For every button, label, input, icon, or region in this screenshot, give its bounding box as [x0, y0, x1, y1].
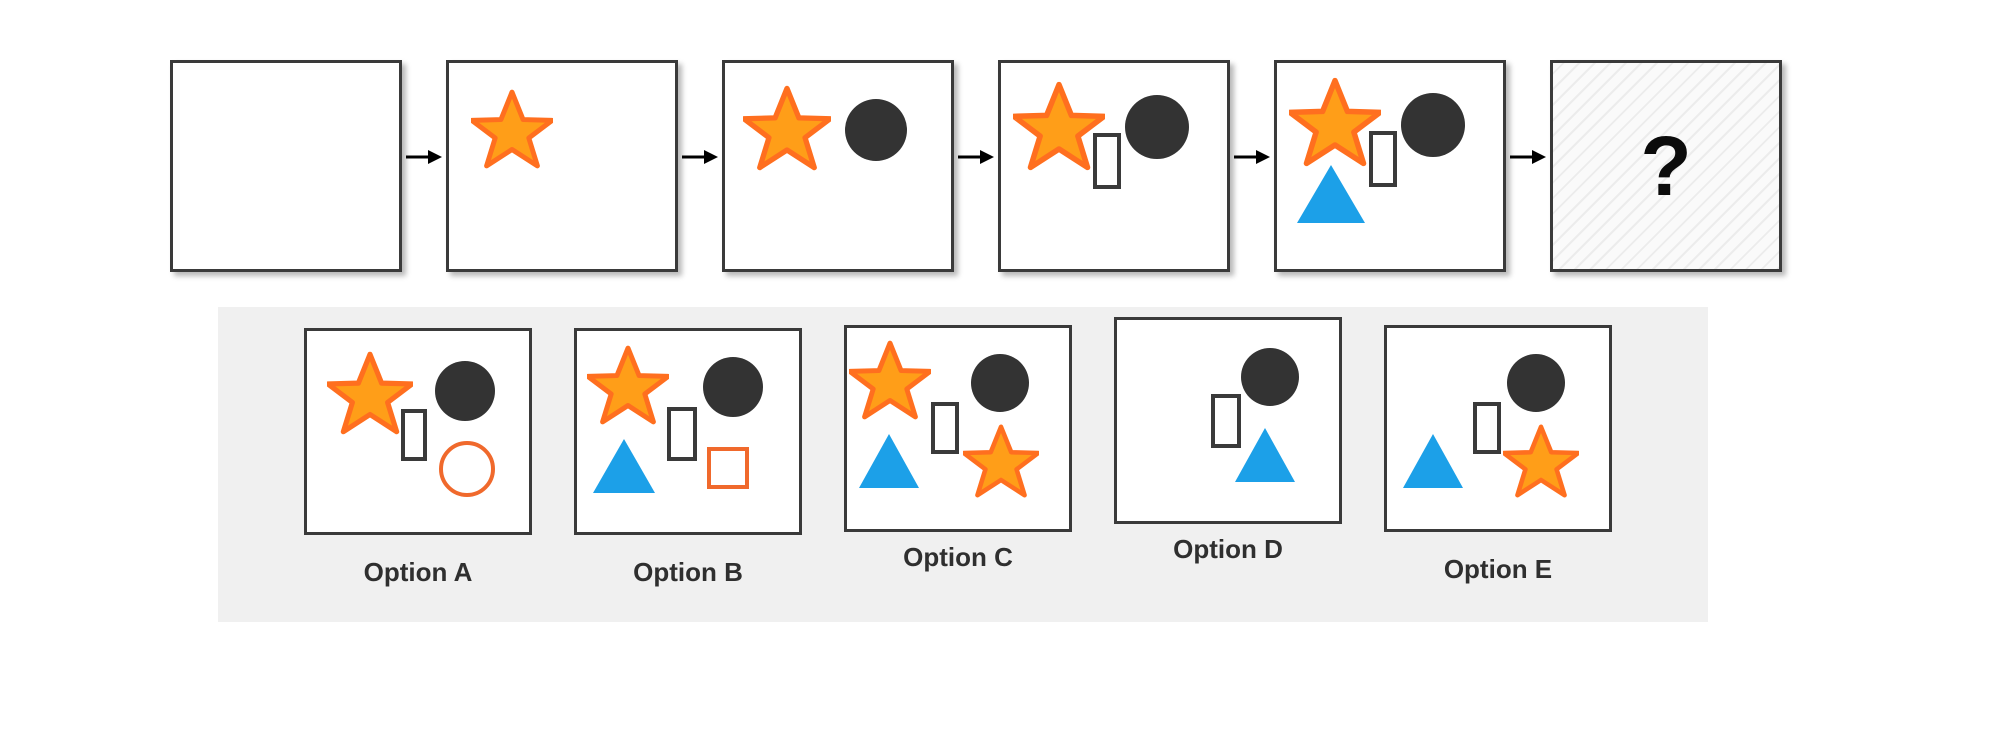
option-d-label: Option D [1173, 534, 1283, 564]
option-e-panel[interactable] [1384, 325, 1612, 532]
sequence-panel-2[interactable] [446, 60, 678, 272]
option-a-panel[interactable] [304, 328, 532, 535]
sequence-arrow-5 [1506, 60, 1550, 272]
sequence-arrow-4 [1230, 60, 1274, 272]
option-b-panel[interactable] [574, 328, 802, 535]
white-rectangle-icon [1369, 131, 1397, 187]
sequence-arrow-3 [954, 60, 998, 272]
option-c-panel[interactable] [844, 325, 1072, 532]
right-arrow-icon [1234, 150, 1270, 164]
white-rectangle-icon [931, 402, 959, 454]
blue-triangle-icon [857, 432, 921, 490]
blue-triangle-icon [1233, 426, 1297, 484]
dark-circle-icon [1241, 348, 1299, 406]
option-e-cell[interactable]: Option E [1384, 325, 1612, 585]
orange-star-secondary-icon [1503, 424, 1579, 498]
blue-triangle-icon [1295, 163, 1367, 225]
sequence-panel-answer[interactable]: ? [1550, 60, 1782, 272]
answer-options-band: Option A Option B [218, 307, 1708, 622]
dark-circle-icon [703, 357, 763, 417]
orange-star-icon [471, 89, 553, 169]
dark-circle-icon [1507, 354, 1565, 412]
option-c-cell[interactable]: Option C [844, 325, 1072, 573]
option-e-label: Option E [1443, 554, 1553, 584]
orange-circle-outline-icon [439, 441, 495, 497]
orange-star-icon [849, 340, 931, 420]
right-arrow-icon [406, 150, 442, 164]
orange-star-icon [743, 85, 831, 171]
dark-circle-icon [1401, 93, 1465, 157]
white-rectangle-icon [1211, 394, 1241, 448]
white-rectangle-icon [1093, 133, 1121, 189]
dark-circle-icon [435, 361, 495, 421]
sequence-panel-3[interactable] [722, 60, 954, 272]
option-a-label: Option A [363, 557, 473, 587]
sequence-row: ? [170, 60, 1782, 272]
sequence-panel-1[interactable] [170, 60, 402, 272]
option-a-cell[interactable]: Option A [304, 328, 532, 588]
sequence-arrow-1 [402, 60, 446, 272]
white-rectangle-icon [401, 409, 427, 461]
sequence-panel-5[interactable] [1274, 60, 1506, 272]
dark-circle-icon [1125, 95, 1189, 159]
white-rectangle-icon [1473, 402, 1501, 454]
dark-circle-icon [971, 354, 1029, 412]
right-arrow-icon [1510, 150, 1546, 164]
option-b-label: Option B [633, 557, 743, 587]
option-b-cell[interactable]: Option B [574, 328, 802, 588]
orange-star-icon [1289, 77, 1381, 167]
blue-triangle-icon [1401, 432, 1465, 490]
sequence-arrow-2 [678, 60, 722, 272]
orange-star-icon [587, 345, 669, 425]
orange-square-outline-icon [707, 447, 749, 489]
option-d-panel[interactable] [1114, 317, 1342, 524]
dark-circle-icon [845, 99, 907, 161]
sequence-panel-4[interactable] [998, 60, 1230, 272]
white-rectangle-icon [667, 407, 697, 461]
option-c-label: Option C [903, 542, 1013, 572]
orange-star-icon [327, 351, 413, 435]
blue-triangle-icon [591, 437, 657, 495]
orange-star-secondary-icon [963, 424, 1039, 498]
option-d-cell[interactable]: Option D [1114, 317, 1342, 565]
orange-star-icon [1013, 81, 1105, 171]
question-mark: ? [1640, 119, 1692, 213]
right-arrow-icon [958, 150, 994, 164]
right-arrow-icon [682, 150, 718, 164]
